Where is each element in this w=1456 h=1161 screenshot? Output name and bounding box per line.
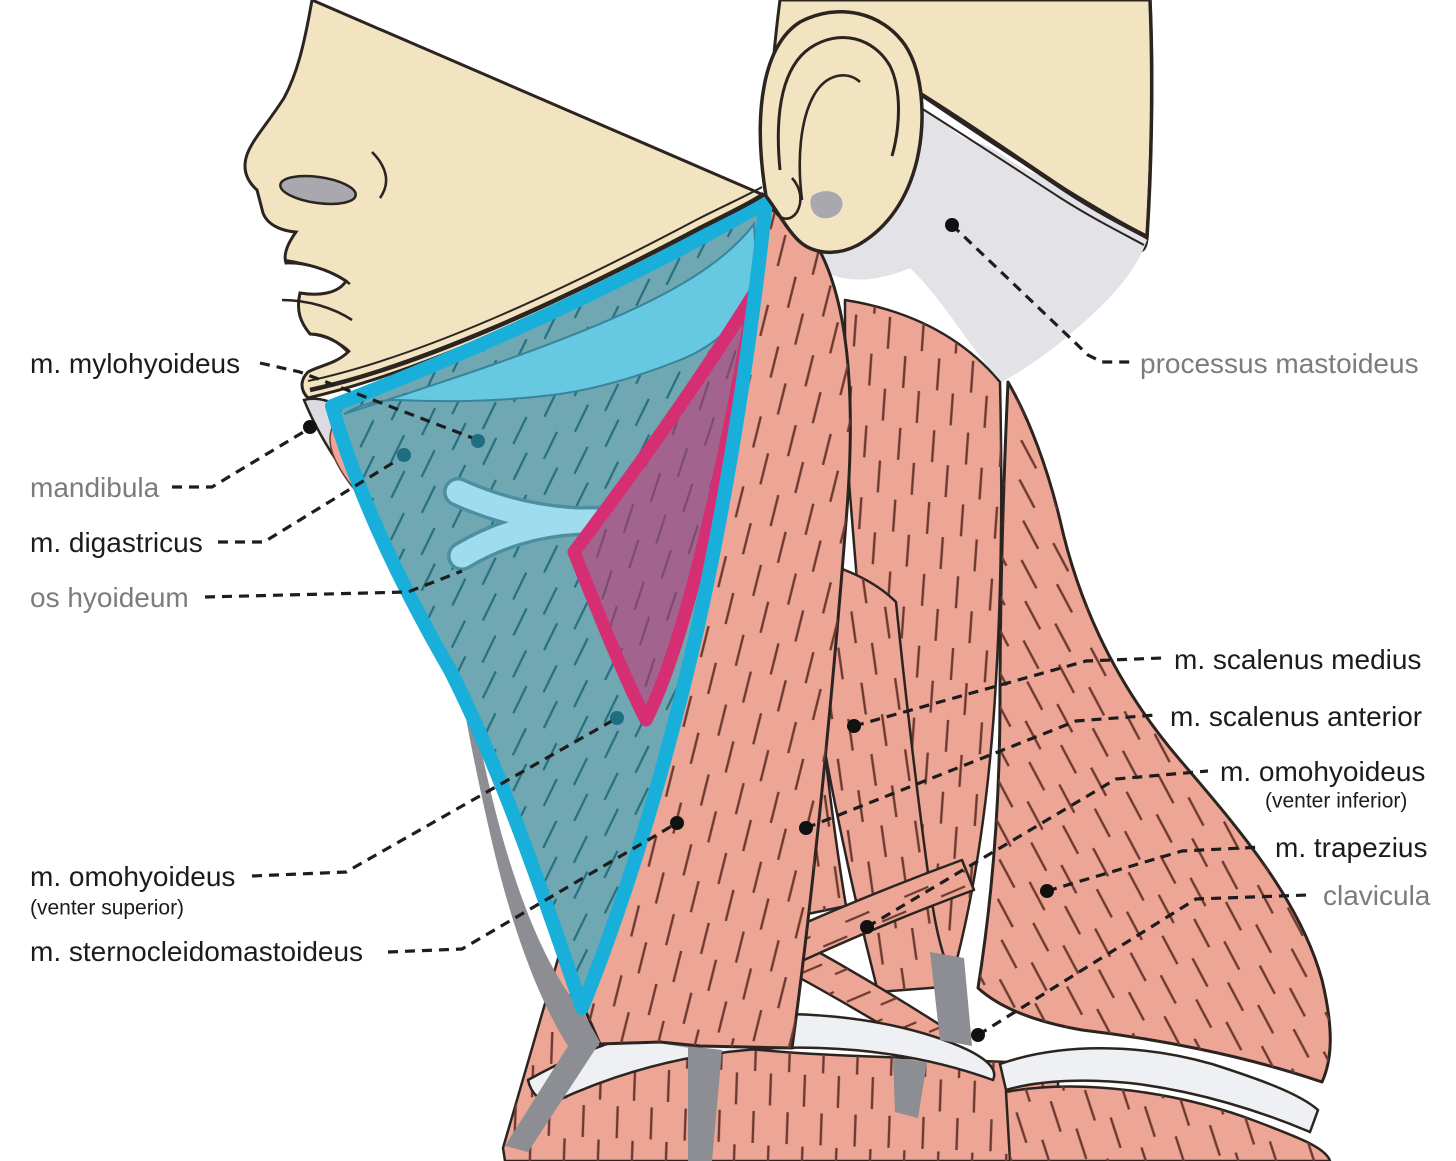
dot-mylohyoideus	[471, 434, 485, 448]
neck-shadow-band	[446, 556, 584, 1046]
dot-trapezius	[1040, 884, 1054, 898]
lower-lip-line	[309, 332, 351, 353]
label-m-scalenus-anterior: m. scalenus anterior	[1170, 701, 1423, 732]
label-venter-inferior: (venter inferior)	[1265, 789, 1408, 813]
dot-digastricus	[397, 448, 411, 462]
nose-crease	[371, 151, 388, 199]
nostril	[279, 174, 357, 206]
label-venter-superior: (venter superior)	[30, 896, 185, 920]
label-processus-mastoideus: processus mastoideus	[1140, 348, 1419, 379]
anterior-triangle	[332, 202, 766, 1008]
label-m-sternocleidomastoideus: m. sternocleidomastoideus	[30, 936, 364, 967]
mouth-line	[281, 298, 353, 322]
leader-omohyoideus-inferior	[866, 769, 1209, 929]
label-m-scalenus-medius: m. scalenus medius	[1174, 644, 1422, 675]
label-os-hyoideum: os hyoideum	[30, 582, 189, 613]
submandibular-region	[343, 221, 760, 415]
leader-os-hyoideum	[204, 569, 463, 599]
dot-scalenus-anterior	[799, 821, 813, 835]
dot-clavicula	[971, 1028, 985, 1042]
label-clavicula: clavicula	[1323, 880, 1431, 911]
back-of-head-outline	[1137, 0, 1154, 253]
dot-processus-mastoideus	[945, 218, 959, 232]
leader-dots	[303, 218, 1054, 1042]
label-m-omohyoideus-superior: m. omohyoideus	[30, 861, 236, 892]
clavicle-right	[998, 1047, 1320, 1134]
label-m-trapezius: m. trapezius	[1275, 832, 1428, 863]
dot-scalenus-medius	[847, 719, 861, 733]
upper-lip-line	[283, 258, 351, 286]
label-m-omohyoideus-inferior: m. omohyoideus	[1220, 756, 1426, 787]
leader-mandibula	[172, 426, 311, 489]
dot-sternocleidomastoideus	[670, 816, 684, 830]
leader-trapezius	[1046, 845, 1263, 893]
label-mandibula: mandibula	[30, 472, 160, 503]
dot-omohyoideus-inferior	[860, 920, 874, 934]
leader-scalenus-medius	[853, 656, 1163, 728]
neck-shadow-lower	[505, 1014, 600, 1152]
ear	[758, 9, 924, 254]
leader-scalenus-anterior	[805, 713, 1157, 830]
leader-lines	[172, 223, 1309, 1037]
ear-concha-shadow	[810, 191, 843, 219]
hairline	[891, 78, 1149, 246]
leader-omohyoideus-superior	[251, 716, 618, 878]
leader-digastricus	[218, 454, 405, 544]
leader-clavicula	[977, 893, 1309, 1037]
label-m-mylohyoideus: m. mylohyoideus	[30, 348, 241, 379]
leader-processus-mastoideus	[950, 223, 1132, 364]
label-m-digastricus: m. digastricus	[30, 527, 203, 558]
jaw-line	[307, 186, 766, 393]
dot-omohyoideus-superior	[610, 711, 624, 725]
dot-mandibula	[303, 420, 317, 434]
face-details	[279, 151, 388, 353]
leader-mylohyoideus	[259, 361, 479, 442]
leader-sternocleidomastoideus	[387, 821, 678, 954]
